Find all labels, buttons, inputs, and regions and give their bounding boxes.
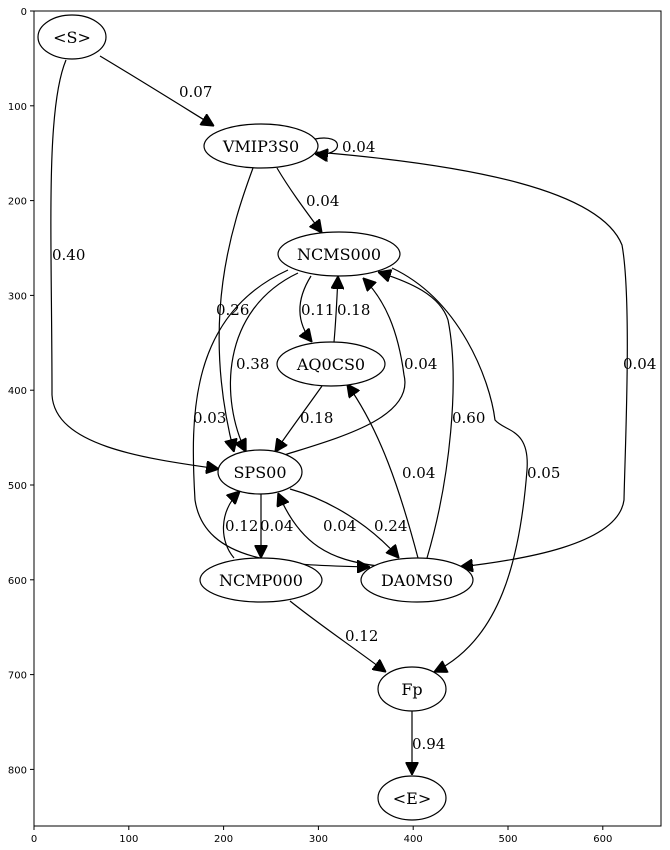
node-ncmp000: NCMP000 [199, 557, 323, 603]
node-ncms000: NCMS000 [277, 231, 401, 277]
edge-label: 0.24 [374, 517, 407, 535]
y-tick-label: 400 [8, 386, 27, 397]
node-ellipse [199, 557, 323, 603]
edge-da0ms0-to-sps00 [278, 493, 379, 567]
node-label: <S> [53, 28, 91, 47]
edge-ncmp000-to-sps00 [222, 491, 240, 559]
edge-aq0cs0-to-sps00 [275, 385, 323, 452]
y-tick-label: 500 [8, 481, 27, 492]
node-label: NCMS000 [297, 245, 381, 264]
y-tick-label: 800 [8, 765, 27, 776]
edge-label: 0.12 [225, 517, 258, 535]
edge-ncms000-to-aq0cs0 [300, 275, 312, 342]
y-tick-label: 100 [8, 102, 27, 113]
node-label: SPS00 [233, 463, 286, 482]
edge-label: 0.18 [300, 409, 333, 427]
nodes: <S> VMIP3S0 NCMS000 AQ0CS0 SPS00 NCMP000… [37, 14, 474, 821]
edge-label: 0.94 [412, 735, 445, 753]
y-axis: 0 100 200 300 400 500 600 700 800 [8, 7, 34, 776]
y-tick-label: 300 [8, 291, 27, 302]
edge-label: 0.05 [527, 464, 560, 482]
y-tick-label: 700 [8, 671, 27, 682]
node-ellipse [377, 775, 447, 821]
node-aq0cs0: AQ0CS0 [276, 341, 386, 387]
y-tick-label: 200 [8, 197, 27, 208]
node-ellipse [203, 123, 319, 169]
edge-ncms000-to-fp [391, 267, 528, 672]
x-tick-label: 500 [498, 834, 517, 845]
node-e: <E> [377, 775, 447, 821]
node-s: <S> [37, 14, 107, 60]
edge-label: 0.04 [623, 355, 656, 373]
edge-aq0cs0-to-ncms000 [334, 276, 338, 343]
x-tick-label: 400 [404, 834, 423, 845]
edge-ncms000-to-sps00 [229, 272, 299, 452]
x-axis: 0 100 200 300 400 500 600 [31, 826, 612, 845]
edge-sps00-to-ncms000 [277, 278, 406, 458]
x-tick-label: 200 [214, 834, 233, 845]
node-label: NCMP000 [219, 571, 303, 590]
node-ellipse [277, 231, 401, 277]
edge-da0ms0-to-ncms000 [378, 272, 454, 559]
edge-label: 0.40 [52, 246, 85, 264]
node-ellipse [276, 341, 386, 387]
edge-label: 0.18 [337, 301, 370, 319]
node-vmip3s0: VMIP3S0 [203, 123, 319, 169]
node-ellipse [377, 666, 447, 712]
node-fp: Fp [377, 666, 447, 712]
edge-label: 0.26 [216, 301, 249, 319]
node-da0ms0: DA0MS0 [360, 557, 474, 603]
edge-s-to-sps00 [50, 59, 219, 469]
x-tick-label: 100 [119, 834, 138, 845]
node-ellipse [37, 14, 107, 60]
edge-label: 0.04 [260, 517, 293, 535]
node-label: <E> [393, 789, 432, 808]
node-label: VMIP3S0 [222, 137, 299, 156]
node-label: AQ0CS0 [296, 355, 365, 374]
edge-vmip3s0-to-sps00 [218, 167, 254, 452]
edge-label: 0.04 [306, 192, 339, 210]
edge-da0ms0-to-aq0cs0 [347, 384, 419, 559]
node-ellipse [360, 557, 474, 603]
edge-ncmp000-to-fp [289, 600, 386, 672]
edge-label: 0.04 [404, 355, 437, 373]
edge-label: 0.04 [402, 464, 435, 482]
edge-label: 0.03 [193, 409, 226, 427]
x-tick-label: 0 [31, 834, 37, 845]
x-tick-label: 600 [593, 834, 612, 845]
edge-label: 0.11 [301, 301, 334, 319]
edge-vmip3s0-to-da0ms0 [315, 151, 628, 567]
node-sps00: SPS00 [217, 449, 303, 495]
node-ellipse [217, 449, 303, 495]
edge-vmip3s0-self-loop [315, 137, 339, 154]
edge-label: 0.07 [179, 83, 212, 101]
edge-vmip3s0-to-ncms000 [276, 167, 322, 233]
axes-frame [33, 10, 662, 827]
y-tick-label: 600 [8, 576, 27, 587]
edge-label: 0.38 [236, 355, 269, 373]
edge-label: 0.12 [345, 627, 378, 645]
edge-s-to-vmip3s0 [99, 55, 214, 126]
edge-label: 0.60 [452, 409, 485, 427]
y-tick-label: 0 [21, 7, 27, 18]
edge-label: 0.04 [342, 138, 375, 156]
node-label: DA0MS0 [381, 571, 453, 590]
edge-sps00-to-da0ms0 [289, 488, 399, 558]
node-label: Fp [401, 680, 422, 699]
edge-label: 0.04 [323, 517, 356, 535]
x-tick-label: 300 [309, 834, 328, 845]
